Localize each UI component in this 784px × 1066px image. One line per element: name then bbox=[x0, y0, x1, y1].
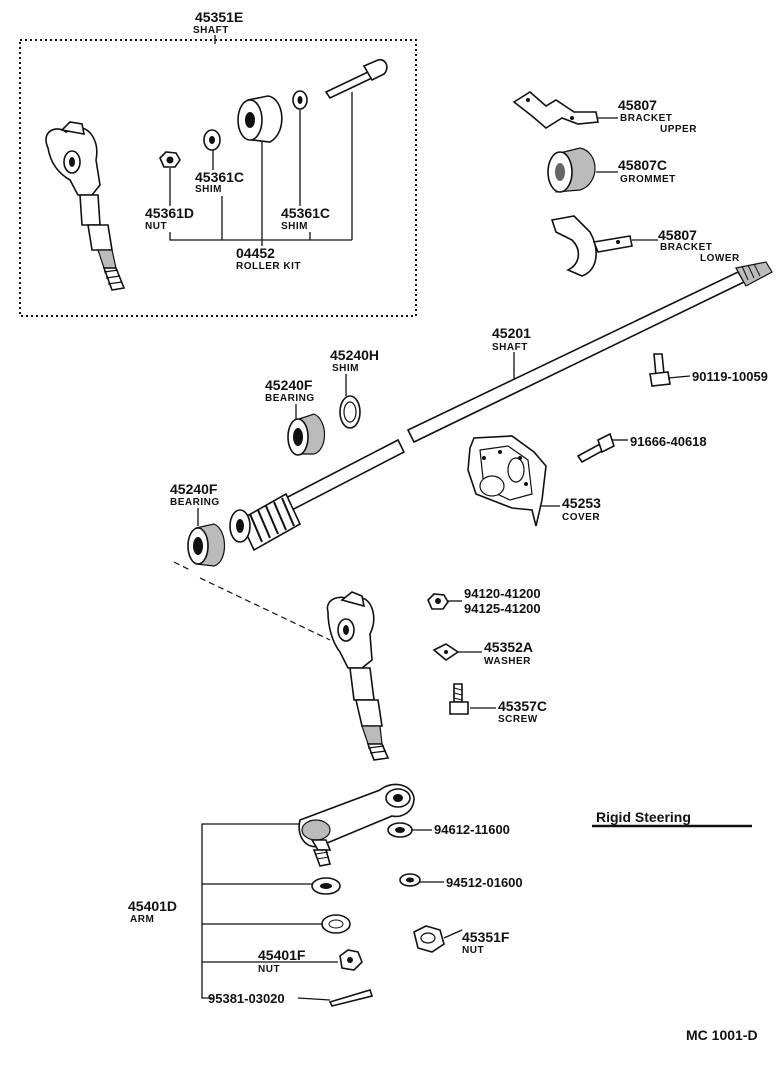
main-shaft-45201 bbox=[280, 261, 773, 514]
label-45240h-name: SHIM bbox=[332, 363, 359, 374]
label-45240f-a-number: 45240F bbox=[265, 377, 313, 393]
label-45240h-number: 45240H bbox=[330, 347, 379, 363]
bearing-45240f-upper bbox=[287, 413, 326, 456]
sector-shaft-45351e bbox=[45, 121, 126, 291]
leader-45351f bbox=[443, 929, 463, 939]
nut-45361d bbox=[159, 151, 181, 168]
shim-45361c-right bbox=[292, 90, 308, 110]
pitman-arm-45401d bbox=[298, 783, 415, 867]
label-45401d-number: 45401D bbox=[128, 898, 177, 914]
bolt-90119-10059 bbox=[649, 353, 671, 387]
label-95381: 95381-03020 bbox=[208, 991, 285, 1006]
screw-45357c bbox=[449, 683, 469, 715]
label-90119: 90119-10059 bbox=[692, 369, 768, 384]
label-94120: 94120-41200 bbox=[464, 586, 541, 601]
label-45361c-b-name: SHIM bbox=[281, 221, 308, 232]
washer-arm-b bbox=[321, 914, 351, 934]
sector-shaft-middle bbox=[326, 591, 390, 761]
label-45351e-name: SHAFT bbox=[193, 25, 229, 36]
label-45807c-number: 45807C bbox=[618, 157, 667, 173]
bolt-91666-40618 bbox=[576, 432, 615, 464]
label-91666: 91666-40618 bbox=[630, 434, 707, 449]
washer-94612-11600 bbox=[387, 822, 413, 838]
label-04452-name: ROLLER KIT bbox=[236, 261, 301, 272]
bracket-upper-45807 bbox=[512, 91, 599, 129]
roller-pin bbox=[324, 58, 388, 100]
label-45240f-a-name: BEARING bbox=[265, 393, 315, 404]
nut-45401f bbox=[339, 949, 363, 971]
bracket-lower-45807 bbox=[550, 215, 633, 277]
washer-94512-01600 bbox=[399, 873, 421, 887]
label-45357c-name: SCREW bbox=[498, 714, 538, 725]
label-04452-number: 04452 bbox=[236, 245, 275, 261]
nut-45351f bbox=[413, 925, 445, 953]
label-45361c-a-number: 45361C bbox=[195, 169, 244, 185]
nut-94120 bbox=[427, 593, 449, 610]
label-45807-lower-name2: LOWER bbox=[700, 253, 740, 264]
label-45807c-name: GROMMET bbox=[620, 174, 676, 185]
assembly-dashed-line bbox=[173, 561, 331, 641]
label-45253-number: 45253 bbox=[562, 495, 601, 511]
subassembly-dotted-frame bbox=[19, 39, 417, 317]
label-45201-name: SHAFT bbox=[492, 342, 528, 353]
label-45351f-number: 45351F bbox=[462, 929, 510, 945]
shim-45240h bbox=[339, 395, 361, 429]
label-94125: 94125-41200 bbox=[464, 601, 541, 616]
label-45240f-b-name: BEARING bbox=[170, 497, 220, 508]
label-45361c-a-name: SHIM bbox=[195, 184, 222, 195]
label-45240f-b-number: 45240F bbox=[170, 481, 218, 497]
washer-arm-a bbox=[311, 877, 341, 895]
label-45807-upper-name2: UPPER bbox=[660, 124, 697, 135]
label-45807-lower-name1: BRACKET bbox=[660, 242, 712, 253]
label-45807-lower-number: 45807 bbox=[658, 227, 697, 243]
label-45201-number: 45201 bbox=[492, 325, 531, 341]
leader-04452-bracket bbox=[169, 92, 353, 241]
label-45352a-number: 45352A bbox=[484, 639, 533, 655]
label-45351f-name: NUT bbox=[462, 945, 484, 956]
label-45807-upper-name1: BRACKET bbox=[620, 113, 672, 124]
leader-90119 bbox=[667, 375, 691, 379]
label-94612: 94612-11600 bbox=[434, 822, 510, 837]
label-45357c-number: 45357C bbox=[498, 698, 547, 714]
washer-45352a bbox=[432, 643, 460, 661]
label-45352a-name: WASHER bbox=[484, 656, 531, 667]
label-45351e-number: 45351E bbox=[195, 9, 243, 25]
label-45361d-number: 45361D bbox=[145, 205, 194, 221]
label-45401f-number: 45401F bbox=[258, 947, 306, 963]
label-45401f-name: NUT bbox=[258, 964, 280, 975]
label-45401d-name: ARM bbox=[130, 914, 154, 925]
label-45253-name: COVER bbox=[562, 512, 600, 523]
cover-45253 bbox=[467, 435, 547, 527]
leader-45401d-bracket bbox=[201, 823, 338, 999]
label-94512: 94512-01600 bbox=[446, 875, 523, 890]
bearing-45240f-lower bbox=[187, 523, 226, 567]
shim-45361c-left bbox=[203, 129, 221, 151]
grommet-45807c bbox=[547, 147, 596, 193]
label-45361c-b-number: 45361C bbox=[281, 205, 330, 221]
rigid-steering-caption: Rigid Steering bbox=[596, 809, 691, 825]
roller bbox=[237, 95, 283, 143]
worm-gear bbox=[229, 492, 302, 552]
label-45807-upper-number: 45807 bbox=[618, 97, 657, 113]
label-45361d-name: NUT bbox=[145, 221, 167, 232]
diagram-code: MC 1001-D bbox=[686, 1027, 758, 1043]
leader-95381 bbox=[297, 997, 331, 1001]
cotter-pin-95381 bbox=[328, 989, 374, 1007]
